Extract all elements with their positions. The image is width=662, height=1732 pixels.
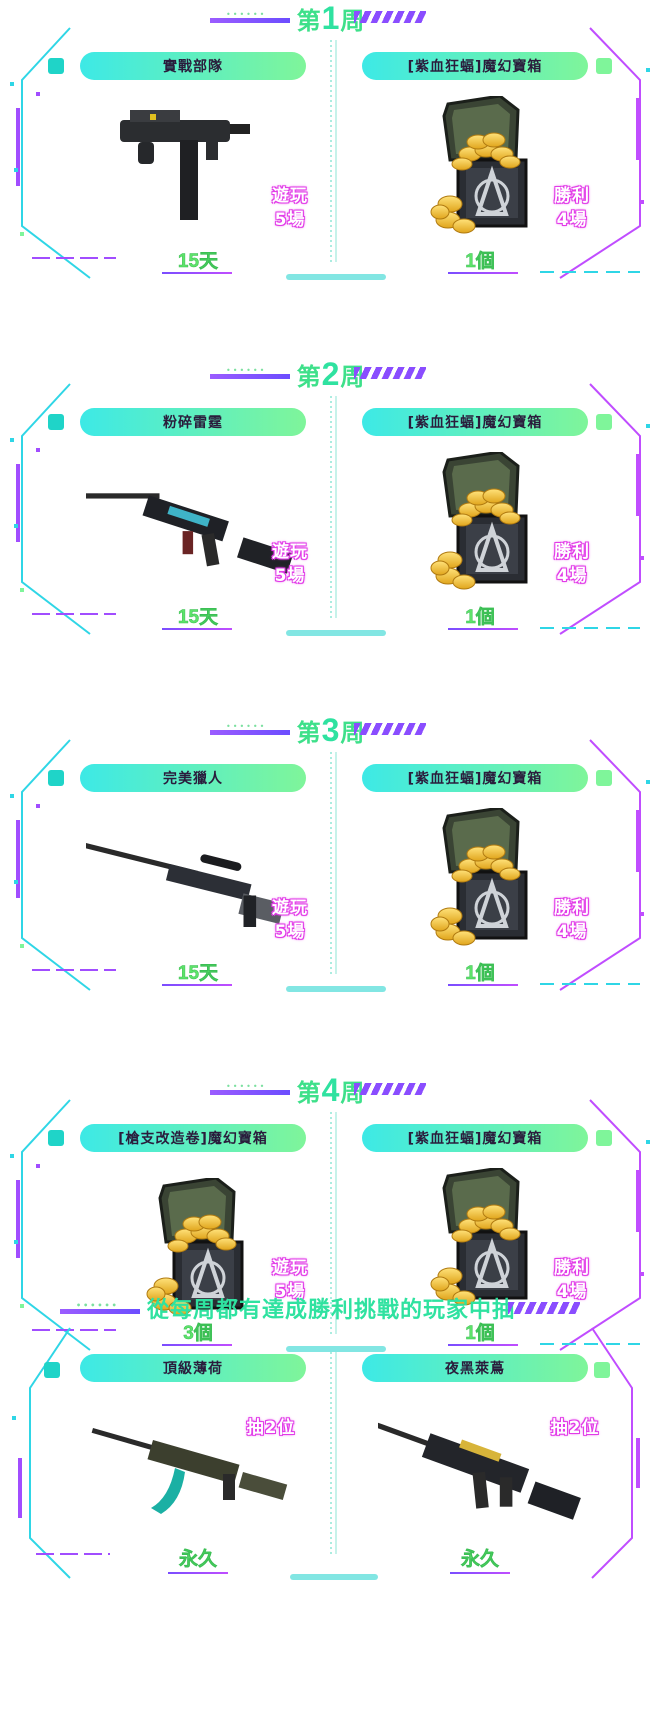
- amount-underline-left: [168, 1572, 228, 1574]
- pill-tab-right: [596, 58, 612, 74]
- prize-name-left: 頂級薄荷: [163, 1361, 223, 1377]
- pill-tab-left: [48, 770, 64, 786]
- week-header: •••••• 第4周: [0, 1070, 662, 1110]
- week-section-1: •••••• 第1周: [0, 0, 662, 340]
- prize-name-pill-right: [紫血狂蝠]魔幻寶箱: [362, 1124, 588, 1152]
- week-header: •••••• 第1周: [0, 0, 662, 38]
- prize-name-pill-right: 夜黑萊蔦: [362, 1354, 588, 1382]
- header-deco-left: ••••••: [210, 11, 290, 23]
- header-deco-right: [354, 11, 426, 23]
- prize-name-left: [槍支改造卷]魔幻寶箱: [118, 1131, 268, 1147]
- prize-name-pill-left: 實戰部隊: [80, 52, 306, 80]
- draw-title-row: •••••• 從每周都有達成勝利挑戰的玩家中抽: [0, 1288, 662, 1328]
- pill-tab-left: [48, 58, 64, 74]
- prize-name-right: [紫血狂蝠]魔幻寶箱: [407, 59, 543, 75]
- smg-icon: [110, 100, 250, 220]
- header-deco-right: [508, 1302, 580, 1314]
- treasure-chest-icon: [430, 452, 530, 592]
- amount-underline-left: [162, 272, 232, 274]
- week-title: 第3周: [296, 711, 366, 748]
- prize-name-pill-left: [槍支改造卷]魔幻寶箱: [80, 1124, 306, 1152]
- amount-underline-left: [162, 1344, 232, 1346]
- amount-underline-right: [448, 628, 518, 630]
- week-section-2: •••••• 第2周: [0, 356, 662, 696]
- treasure-chest-icon: [430, 96, 530, 236]
- prize-name-pill-right: [紫血狂蝠]魔幻寶箱: [362, 52, 588, 80]
- week-title: 第1周: [296, 0, 366, 36]
- header-deco-left: ••••••: [210, 723, 290, 735]
- reward-amount-right: 永久: [460, 1549, 500, 1571]
- reward-amount-left: 永久: [178, 1549, 218, 1571]
- prize-name-right: [紫血狂蝠]魔幻寶箱: [407, 415, 543, 431]
- prize-name-right: 夜黑萊蔦: [445, 1361, 505, 1377]
- header-deco-right: [354, 1083, 426, 1095]
- header-deco-left: ••••••: [60, 1302, 140, 1314]
- reward-amount-right: 1個: [465, 607, 495, 629]
- pill-tab-left: [48, 414, 64, 430]
- header-deco-right: [354, 367, 426, 379]
- draw-title: 從每周都有達成勝利挑戰的玩家中抽: [146, 1298, 515, 1323]
- draw-section: •••••• 從每周都有達成勝利挑戰的玩家中抽 頂級薄荷 夜黑萊蔦 抽2位 抽2…: [0, 1288, 662, 1732]
- prize-name-left: 實戰部隊: [163, 59, 223, 75]
- prize-name-pill-left: 完美獵人: [80, 764, 306, 792]
- amount-underline-right: [448, 272, 518, 274]
- header-deco-left: ••••••: [210, 367, 290, 379]
- prize-name-left: 完美獵人: [163, 771, 223, 787]
- header-deco-right: [354, 723, 426, 735]
- treasure-chest-icon: [430, 808, 530, 948]
- amount-underline-right: [448, 984, 518, 986]
- prize-name-left: 粉碎雷霆: [163, 415, 223, 431]
- pill-tab-left: [48, 1130, 64, 1146]
- reward-amount-right: 1個: [465, 251, 495, 273]
- pill-tab-right: [596, 1130, 612, 1146]
- reward-amount-left: 15天: [177, 607, 219, 629]
- week-frame: [10, 27, 650, 280]
- prize-name-pill-right: [紫血狂蝠]魔幻寶箱: [362, 408, 588, 436]
- draw-condition-left: 抽2位: [246, 1418, 296, 1438]
- amount-underline-left: [162, 628, 232, 630]
- prize-name-pill-left: 粉碎雷霆: [80, 408, 306, 436]
- treasure-chest-icon: [430, 1168, 530, 1308]
- pill-tab-right: [594, 1362, 610, 1378]
- pill-tab-left: [44, 1362, 60, 1378]
- reward-amount-left: 15天: [177, 251, 219, 273]
- prize-name-pill-right: [紫血狂蝠]魔幻寶箱: [362, 764, 588, 792]
- prize-name-right: [紫血狂蝠]魔幻寶箱: [407, 1131, 543, 1147]
- prize-name-pill-left: 頂級薄荷: [80, 1354, 306, 1382]
- pill-tab-right: [596, 414, 612, 430]
- prize-name-right: [紫血狂蝠]魔幻寶箱: [407, 771, 543, 787]
- amount-underline-right: [450, 1572, 510, 1574]
- reward-amount-right: 1個: [465, 963, 495, 985]
- pill-tab-right: [596, 770, 612, 786]
- week-section-3: •••••• 第3周: [0, 712, 662, 1052]
- draw-condition-right: 抽2位: [550, 1418, 600, 1438]
- header-deco-left: ••••••: [210, 1083, 290, 1095]
- amount-underline-left: [162, 984, 232, 986]
- week-header: •••••• 第3周: [0, 710, 662, 750]
- amount-underline-right: [448, 1344, 518, 1346]
- week-header: •••••• 第2周: [0, 354, 662, 394]
- reward-amount-left: 15天: [177, 963, 219, 985]
